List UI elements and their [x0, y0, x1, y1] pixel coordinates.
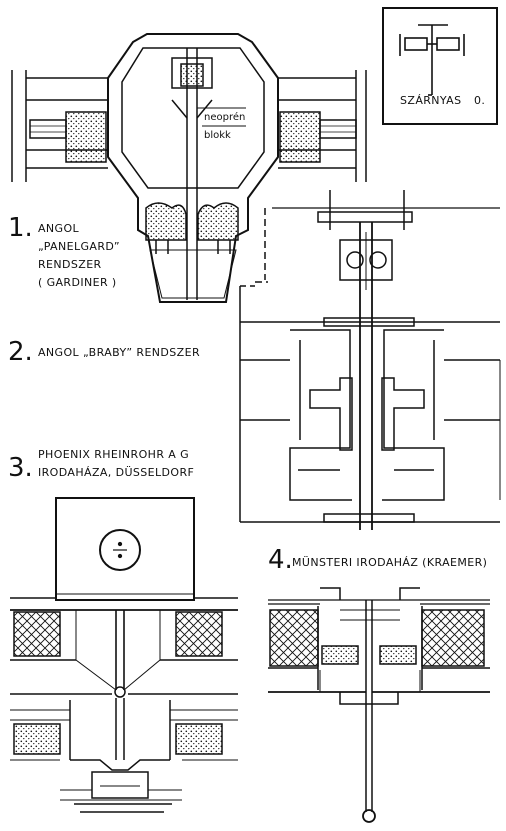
- caption-1-line-3: RENDSZER: [38, 258, 102, 271]
- caption-3-number: 3.: [8, 453, 33, 483]
- caption-3-line-2: IRODAHÁZA, DÜSSELDORF: [38, 466, 194, 479]
- legend-suffix: 0.: [474, 94, 485, 107]
- caption-1-line-2: „PANELGARD”: [38, 240, 120, 253]
- legend-label: SZÁRNYAS: [400, 94, 462, 107]
- caption-2: 2. ANGOL „BRABY” RENDSZER: [8, 337, 200, 367]
- detail-2-drawing: [239, 190, 501, 530]
- legend-box: SZÁRNYAS 0.: [382, 7, 498, 125]
- note-neoprene: neoprén: [204, 111, 245, 123]
- caption-1-line-1: ANGOL: [38, 222, 80, 235]
- note-block: blokk: [204, 130, 231, 141]
- caption-2-number: 2.: [8, 337, 33, 367]
- caption-4: 4. MÜNSTERI IRODAHÁZ (KRAEMER): [268, 545, 487, 575]
- caption-4-title: MÜNSTERI IRODAHÁZ (KRAEMER): [292, 556, 487, 569]
- caption-2-title: ANGOL „BRABY” RENDSZER: [38, 346, 200, 359]
- caption-1: 1. ANGOL „PANELGARD” RENDSZER ( GARDINER…: [8, 213, 120, 289]
- winged-profile-symbol: [399, 24, 465, 96]
- detail-3-drawing: [10, 497, 238, 813]
- caption-1-number: 1.: [8, 213, 33, 243]
- pipe-section-icon: [99, 529, 141, 571]
- caption-4-number: 4.: [268, 545, 293, 575]
- detail-4-drawing: [268, 587, 490, 823]
- caption-3-line-1: PHOENIX RHEINROHR A G: [38, 448, 189, 461]
- caption-3: 3. PHOENIX RHEINROHR A G IRODAHÁZA, DÜSS…: [8, 448, 194, 483]
- caption-1-line-4: ( GARDINER ): [38, 276, 117, 289]
- detail-1-drawing: [11, 33, 367, 303]
